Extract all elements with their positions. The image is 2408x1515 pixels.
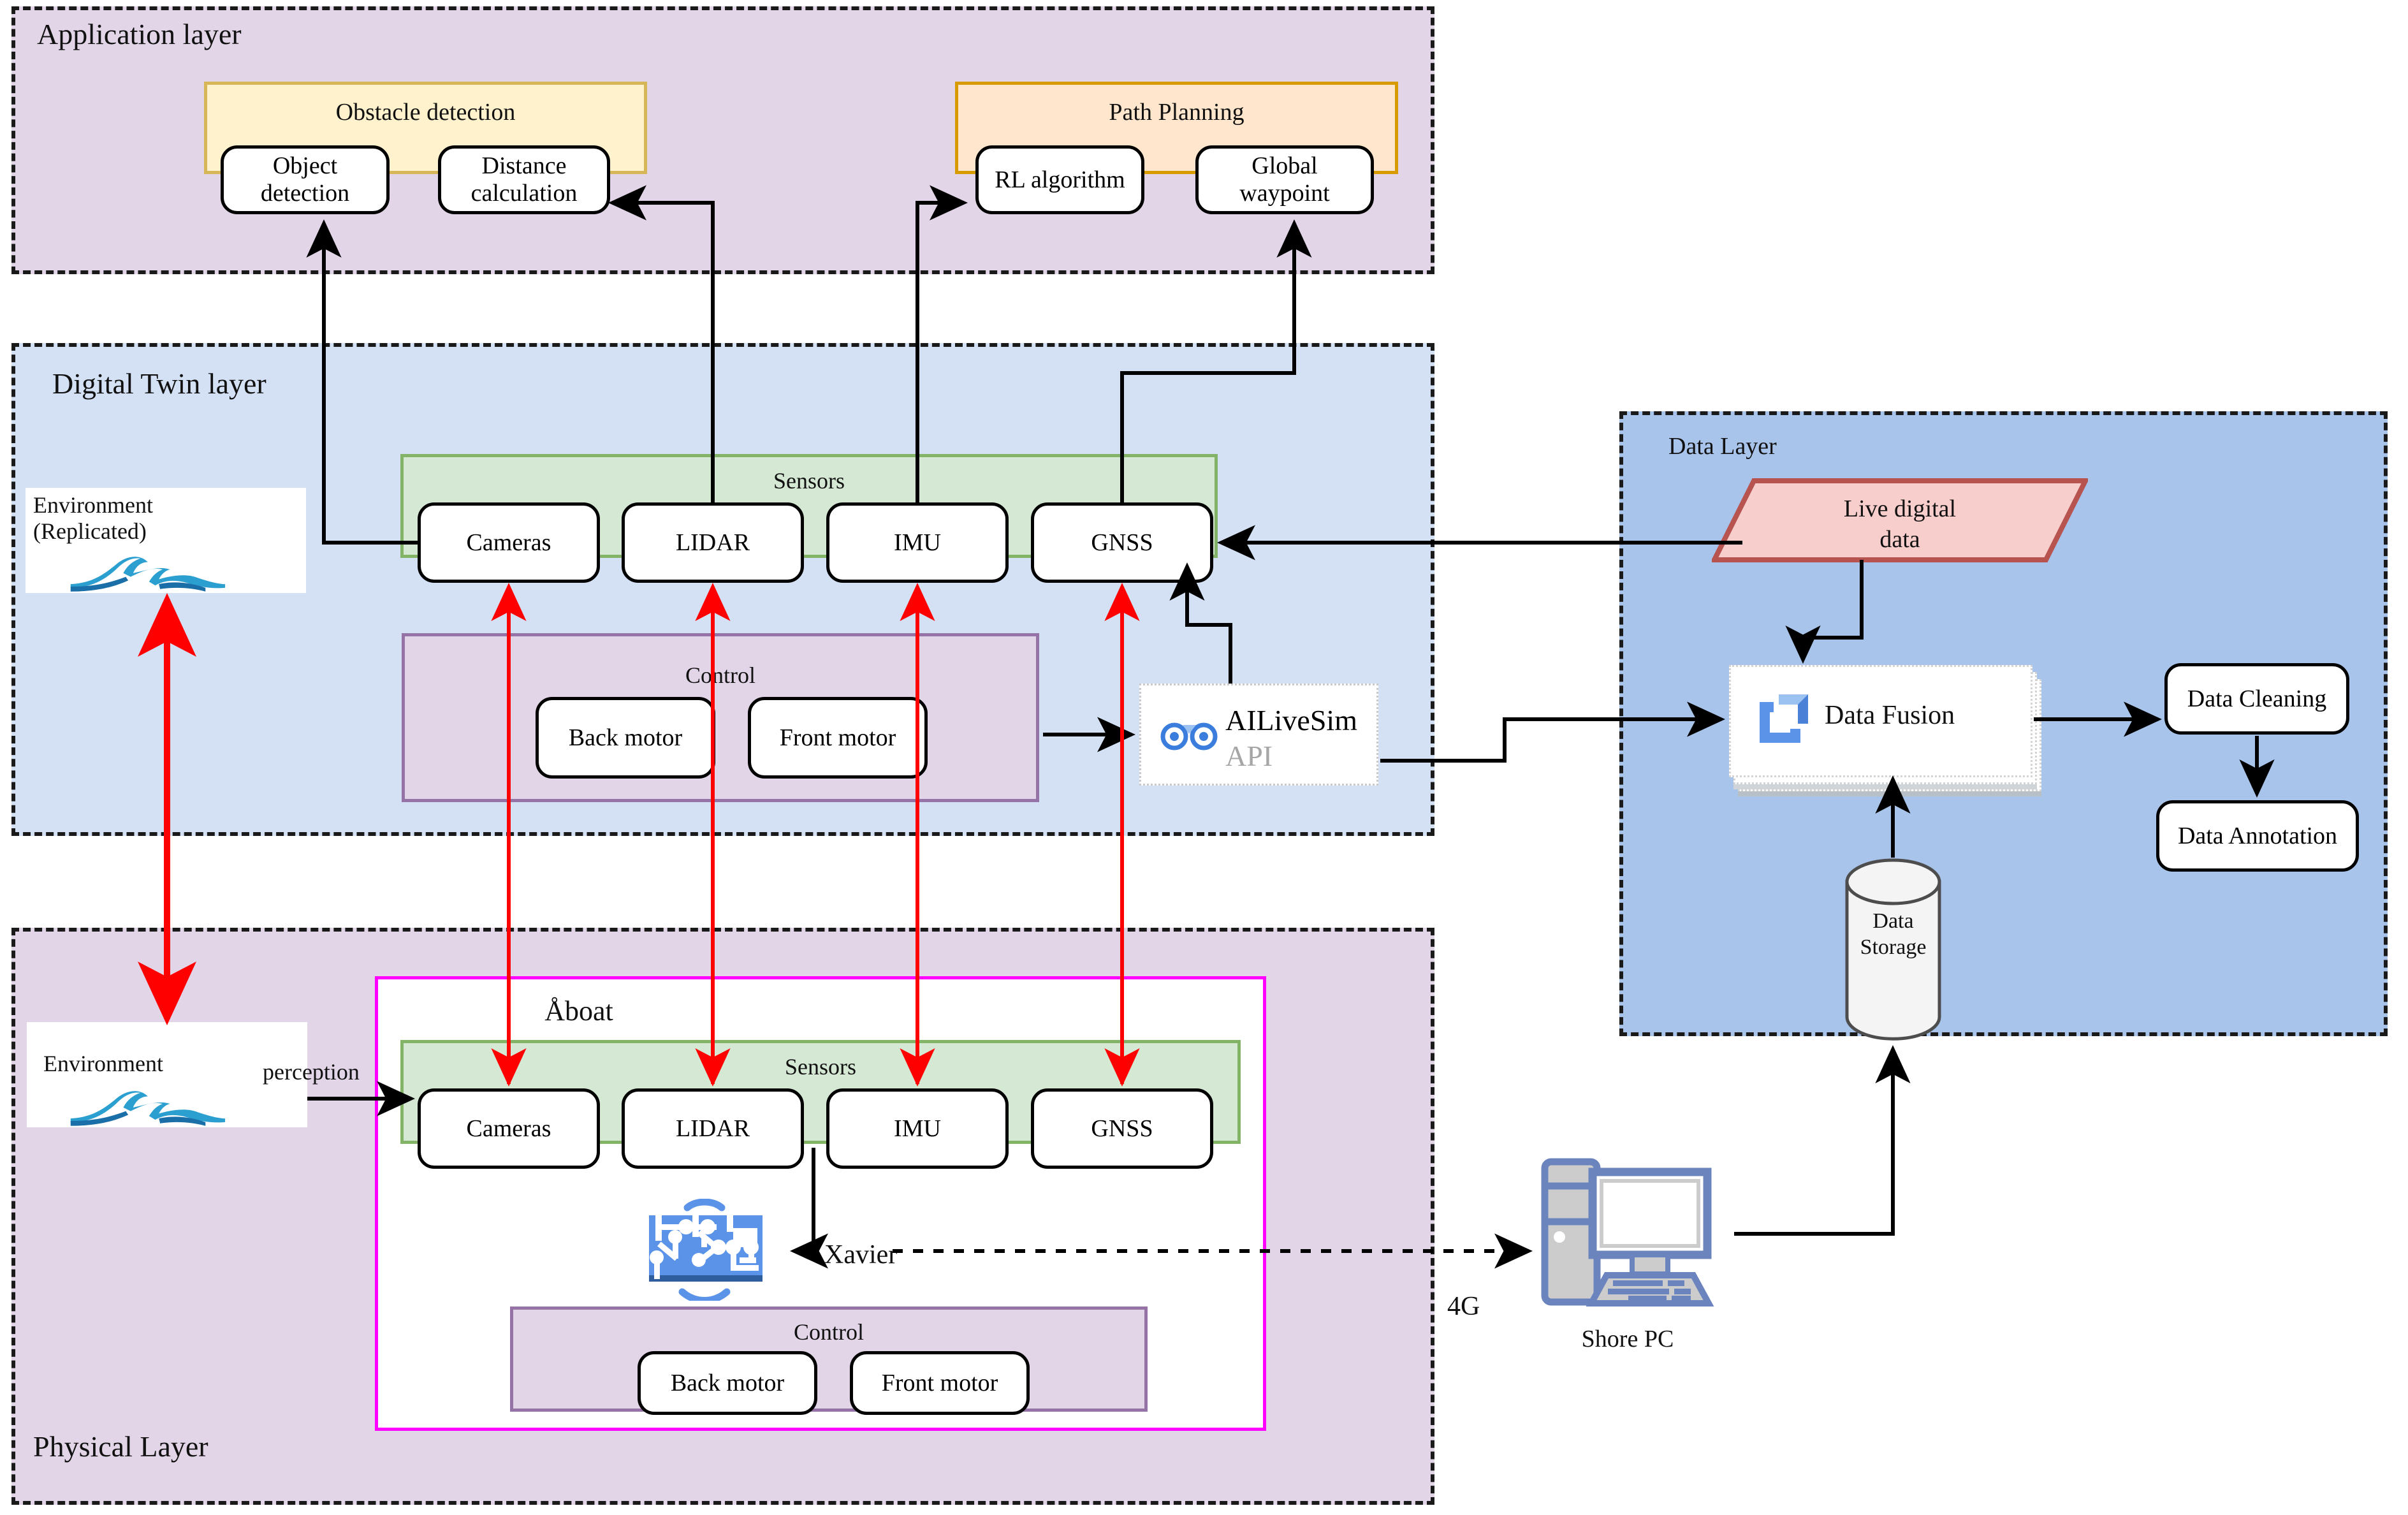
data-fusion-card-front <box>1729 665 2032 777</box>
live-digital-data-shape <box>1712 478 2088 562</box>
dt-sensors-title: Sensors <box>773 468 845 494</box>
desktop-computer-icon <box>1541 1158 1714 1306</box>
data-layer-title: Data Layer <box>1668 433 1777 460</box>
dt-sensor-imu[interactable]: IMU <box>826 502 1009 583</box>
shore-pc-label: Shore PC <box>1581 1326 1674 1352</box>
ph-sensor-imu[interactable]: IMU <box>826 1088 1009 1169</box>
data-fusion-icon <box>1760 694 1808 743</box>
dt-control-panel <box>402 633 1039 802</box>
live-digital-data-label: Live digital data <box>1843 495 1957 553</box>
ph-front-motor[interactable]: Front motor <box>850 1351 1030 1415</box>
physical-layer-title: Physical Layer <box>33 1430 208 1463</box>
environment-label: Environment <box>43 1051 163 1076</box>
global-waypoint-node[interactable]: Global waypoint <box>1195 145 1374 214</box>
wire-shore-pc-to-data-storage <box>1734 1045 1911 1236</box>
environment-replicated-box <box>26 488 306 593</box>
application-layer-title: Application layer <box>37 18 242 50</box>
ailivesim-icon <box>1160 722 1218 750</box>
dt-back-motor[interactable]: Back motor <box>536 697 715 779</box>
wave-icon-replicated <box>70 557 226 592</box>
dt-sensor-cameras[interactable]: Cameras <box>418 502 600 583</box>
distance-calculation-node[interactable]: Distance calculation <box>438 145 610 214</box>
dt-sensor-lidar[interactable]: LIDAR <box>622 502 804 583</box>
dt-front-motor[interactable]: Front motor <box>748 697 928 779</box>
data-fusion-label: Data Fusion <box>1825 701 1955 730</box>
environment-replicated-label: Environment (Replicated) <box>33 492 153 545</box>
ph-sensor-gnss[interactable]: GNSS <box>1031 1088 1213 1169</box>
environment-box <box>27 1022 307 1127</box>
perception-label: perception <box>263 1059 360 1085</box>
ph-control-title: Control <box>793 1319 864 1345</box>
circuit-chip-icon <box>649 1199 763 1301</box>
wave-icon-physical <box>70 1091 226 1126</box>
ph-sensors-title: Sensors <box>784 1054 856 1080</box>
object-detection-node[interactable]: Object detection <box>221 145 390 214</box>
data-storage-label: Data Storage <box>1860 909 1927 959</box>
ailivesim-card[interactable]: AILiveSim API <box>1139 684 1383 791</box>
ph-back-motor[interactable]: Back motor <box>638 1351 817 1415</box>
ph-control-panel <box>510 1306 1148 1412</box>
data-cleaning-node[interactable]: Data Cleaning <box>2164 663 2349 735</box>
data-storage-cylinder <box>1845 858 1941 1041</box>
rl-algorithm-node[interactable]: RL algorithm <box>975 145 1144 214</box>
dt-control-title: Control <box>685 662 755 688</box>
ph-sensor-lidar[interactable]: LIDAR <box>622 1088 804 1169</box>
digital-twin-layer-title: Digital Twin layer <box>52 367 266 400</box>
data-fusion-card[interactable]: Data Fusion <box>1729 665 2041 791</box>
ailivesim-title: AILiveSim <box>1225 704 1357 736</box>
dt-sensor-gnss[interactable]: GNSS <box>1031 502 1213 583</box>
ailivesim-subtitle: API <box>1225 740 1273 772</box>
path-planning-title: Path Planning <box>1109 99 1244 126</box>
obstacle-detection-title: Obstacle detection <box>335 99 516 126</box>
link-4g-label: 4G <box>1447 1292 1480 1321</box>
data-annotation-node[interactable]: Data Annotation <box>2156 800 2359 872</box>
xavier-label: Xavier <box>824 1240 898 1270</box>
ph-sensor-cameras[interactable]: Cameras <box>418 1088 600 1169</box>
aboat-title: Åboat <box>544 995 613 1027</box>
